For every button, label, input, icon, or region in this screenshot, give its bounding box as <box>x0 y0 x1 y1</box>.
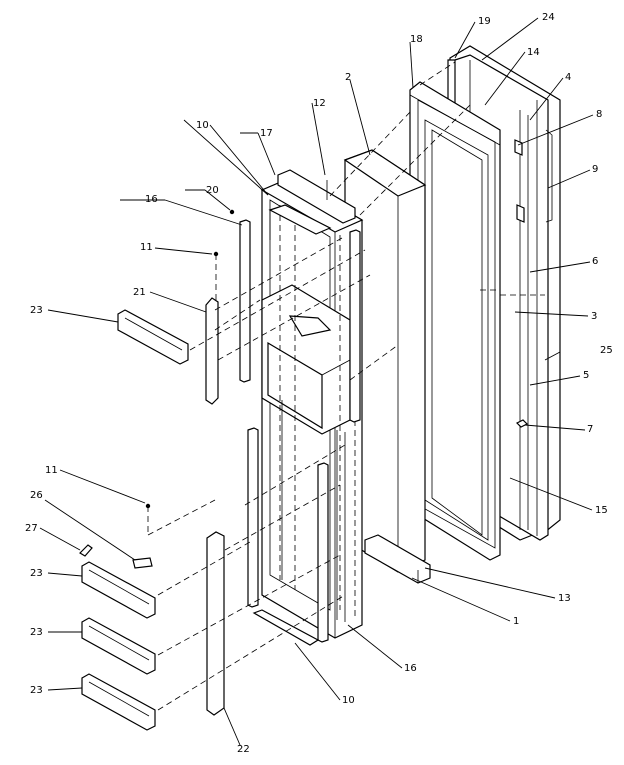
door-bin-2 <box>81 561 156 619</box>
callout-23-third: 23 <box>30 627 43 638</box>
callout-7: 7 <box>587 424 593 435</box>
callout-26: 26 <box>30 490 43 501</box>
door-bin-upper <box>117 309 189 365</box>
inner-door-liner <box>260 177 364 639</box>
side-rails <box>239 219 361 643</box>
bottom-bar <box>252 609 320 646</box>
tall-panel <box>343 149 427 573</box>
callout-9: 9 <box>592 164 598 175</box>
callout-1: 1 <box>513 616 519 627</box>
callout-23-fourth: 23 <box>30 685 43 696</box>
callout-6: 6 <box>592 256 598 267</box>
callout-8: 8 <box>596 109 602 120</box>
callout-14: 14 <box>527 47 540 58</box>
callout-labels: 18 19 24 14 4 8 9 2 12 10 17 20 16 11 6 … <box>25 12 613 755</box>
callout-20: 20 <box>206 185 219 196</box>
callout-3: 3 <box>591 311 597 322</box>
vertical-trim-upper <box>205 297 219 405</box>
alignment-lines <box>147 61 545 711</box>
callout-11-lower: 11 <box>45 465 58 476</box>
small-parts <box>79 209 529 569</box>
callout-24: 24 <box>542 12 555 23</box>
callout-10-top: 10 <box>196 120 209 131</box>
callout-4: 4 <box>565 72 571 83</box>
callout-23-top: 23 <box>30 305 43 316</box>
door-bin-3 <box>81 617 156 675</box>
callout-5: 5 <box>583 370 589 381</box>
callout-2: 2 <box>345 72 351 83</box>
callout-22: 22 <box>237 744 250 755</box>
callout-18: 18 <box>410 34 423 45</box>
callout-19: 19 <box>478 16 491 27</box>
callout-25: 25 <box>600 345 613 356</box>
top-cap <box>268 169 356 240</box>
door-bin-4 <box>81 673 156 731</box>
callout-11-top: 11 <box>140 242 153 253</box>
callout-12: 12 <box>313 98 326 109</box>
callout-21: 21 <box>133 287 146 298</box>
callout-13: 13 <box>558 593 571 604</box>
callout-17: 17 <box>260 128 273 139</box>
callout-16-lower: 16 <box>404 663 417 674</box>
callout-15: 15 <box>595 505 608 516</box>
callout-16-top: 16 <box>145 194 158 205</box>
callout-27: 27 <box>25 523 38 534</box>
callout-23-second: 23 <box>30 568 43 579</box>
callout-10-lower: 10 <box>342 695 355 706</box>
leader-lines <box>39 17 594 746</box>
